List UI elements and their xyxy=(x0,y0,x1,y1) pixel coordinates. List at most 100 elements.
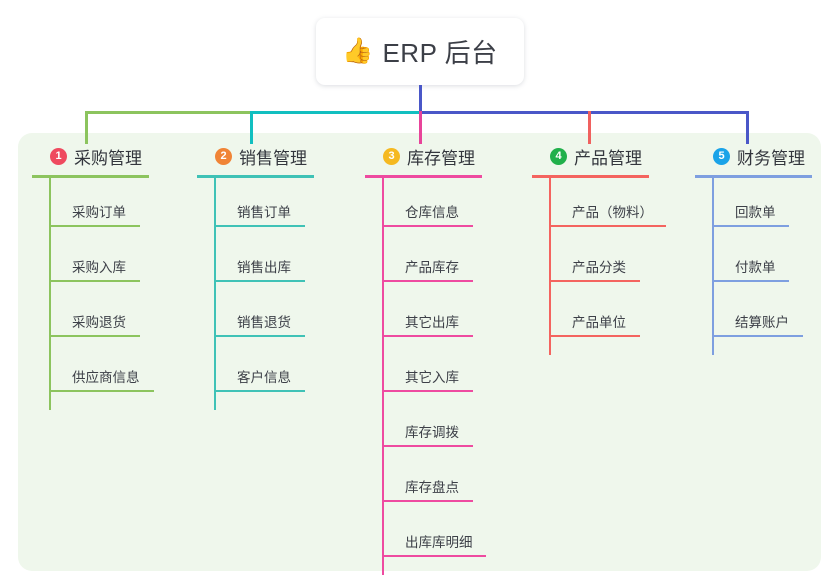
leaf-item[interactable]: 销售订单 xyxy=(215,178,314,233)
leaf-item[interactable]: 付款单 xyxy=(713,233,812,288)
leaf-item[interactable]: 仓库信息 xyxy=(383,178,482,233)
branch-spine xyxy=(49,178,51,410)
branch-underline xyxy=(32,175,149,178)
rail-stub-finance xyxy=(746,111,749,144)
rail-stub-inventory xyxy=(419,111,422,144)
diagram-background-panel xyxy=(18,133,821,571)
leaf-item-underline xyxy=(383,555,486,557)
branch-items-purchasing: 采购订单采购入库采购退货供应商信息 xyxy=(30,178,154,410)
branch-items-inventory: 仓库信息产品库存其它出库其它入库库存调拨库存盘点出库库明细 xyxy=(363,178,486,575)
rail-stub-sales xyxy=(250,111,253,144)
leaf-item[interactable]: 出库库明细 xyxy=(383,508,486,563)
branch-spine xyxy=(382,178,384,575)
leaf-item[interactable]: 销售退货 xyxy=(215,288,314,343)
root-trunk-connector xyxy=(419,85,422,113)
root-node-erp-backend[interactable]: 👍 ERP 后台 xyxy=(316,18,524,85)
leaf-item[interactable]: 采购退货 xyxy=(50,288,149,343)
branch-spine xyxy=(712,178,714,355)
branch-column-product: 4 产品管理产品（物料） 产品分类产品单位 xyxy=(530,143,666,355)
leaf-item-label: 销售订单 xyxy=(237,205,291,220)
leaf-item-label: 采购入库 xyxy=(72,260,126,275)
leaf-item-label: 出库库明细 xyxy=(405,535,473,550)
leaf-item[interactable]: 产品库存 xyxy=(383,233,482,288)
leaf-item-label: 库存调拨 xyxy=(405,425,459,440)
leaf-item-label: 采购订单 xyxy=(72,205,126,220)
leaf-item-label: 产品单位 xyxy=(572,315,626,330)
leaf-item-label: 仓库信息 xyxy=(405,205,459,220)
leaf-item-label: 产品库存 xyxy=(405,260,459,275)
leaf-item[interactable]: 销售出库 xyxy=(215,233,314,288)
leaf-item[interactable]: 回款单 xyxy=(713,178,812,233)
leaf-item-underline xyxy=(215,280,305,282)
leaf-item[interactable]: 其它出库 xyxy=(383,288,482,343)
branch-title: 财务管理 xyxy=(737,148,805,168)
leaf-item-underline xyxy=(713,280,789,282)
leaf-item[interactable]: 采购入库 xyxy=(50,233,149,288)
leaf-item-underline xyxy=(215,225,305,227)
branch-items-sales: 销售订单销售出库销售退货客户信息 xyxy=(195,178,314,410)
leaf-item-underline xyxy=(713,225,789,227)
leaf-item-underline xyxy=(383,445,473,447)
leaf-item-label: 库存盘点 xyxy=(405,480,459,495)
root-node-title: ERP 后台 xyxy=(382,38,498,68)
leaf-item-underline xyxy=(50,225,140,227)
leaf-item[interactable]: 库存调拨 xyxy=(383,398,482,453)
leaf-item-label: 回款单 xyxy=(735,205,776,220)
rail-segment-green xyxy=(85,111,251,114)
leaf-item[interactable]: 结算账户 xyxy=(713,288,812,343)
leaf-item-underline xyxy=(383,390,473,392)
leaf-item-underline xyxy=(550,280,640,282)
leaf-item-label: 产品分类 xyxy=(572,260,626,275)
leaf-item-underline xyxy=(550,225,666,227)
leaf-item[interactable]: 供应商信息 xyxy=(50,343,154,398)
leaf-item-label: 其它出库 xyxy=(405,315,459,330)
branch-header-product[interactable]: 4 产品管理 xyxy=(530,143,649,169)
branch-number-badge: 4 xyxy=(550,147,567,165)
branch-spine xyxy=(549,178,551,355)
leaf-item-label: 产品（物料） xyxy=(572,205,653,220)
leaf-item-label: 客户信息 xyxy=(237,370,291,385)
leaf-item-underline xyxy=(383,280,473,282)
leaf-item-underline xyxy=(713,335,803,337)
leaf-item[interactable]: 产品（物料） xyxy=(550,178,666,233)
leaf-item[interactable]: 产品分类 xyxy=(550,233,649,288)
branch-title: 产品管理 xyxy=(574,148,642,168)
leaf-item-underline xyxy=(550,335,640,337)
leaf-item-label: 供应商信息 xyxy=(72,370,140,385)
leaf-item[interactable]: 库存盘点 xyxy=(383,453,482,508)
branch-underline xyxy=(532,175,649,178)
leaf-item[interactable]: 客户信息 xyxy=(215,343,314,398)
branch-number-badge: 3 xyxy=(383,147,400,165)
leaf-item-label: 结算账户 xyxy=(735,315,789,330)
rail-segment-blue xyxy=(419,111,749,114)
branch-items-product: 产品（物料） 产品分类产品单位 xyxy=(530,178,666,355)
rail-stub-product xyxy=(588,111,591,144)
leaf-item[interactable]: 其它入库 xyxy=(383,343,482,398)
rail-stub-purchasing xyxy=(85,111,88,144)
branch-underline xyxy=(695,175,812,178)
leaf-item[interactable]: 采购订单 xyxy=(50,178,149,233)
leaf-item-label: 其它入库 xyxy=(405,370,459,385)
leaf-item-underline xyxy=(383,225,473,227)
rail-segment-teal xyxy=(250,111,420,114)
leaf-item-underline xyxy=(50,335,140,337)
leaf-item-underline xyxy=(50,390,154,392)
leaf-item-label: 销售退货 xyxy=(237,315,291,330)
thumbs-up-icon: 👍 xyxy=(342,37,374,65)
leaf-item-label: 采购退货 xyxy=(72,315,126,330)
leaf-item[interactable]: 产品单位 xyxy=(550,288,649,343)
leaf-item-underline xyxy=(215,335,305,337)
leaf-item-underline xyxy=(383,335,473,337)
leaf-item-underline xyxy=(215,390,305,392)
branch-title: 销售管理 xyxy=(239,148,307,168)
branch-spine xyxy=(214,178,216,410)
branch-underline xyxy=(197,175,314,178)
